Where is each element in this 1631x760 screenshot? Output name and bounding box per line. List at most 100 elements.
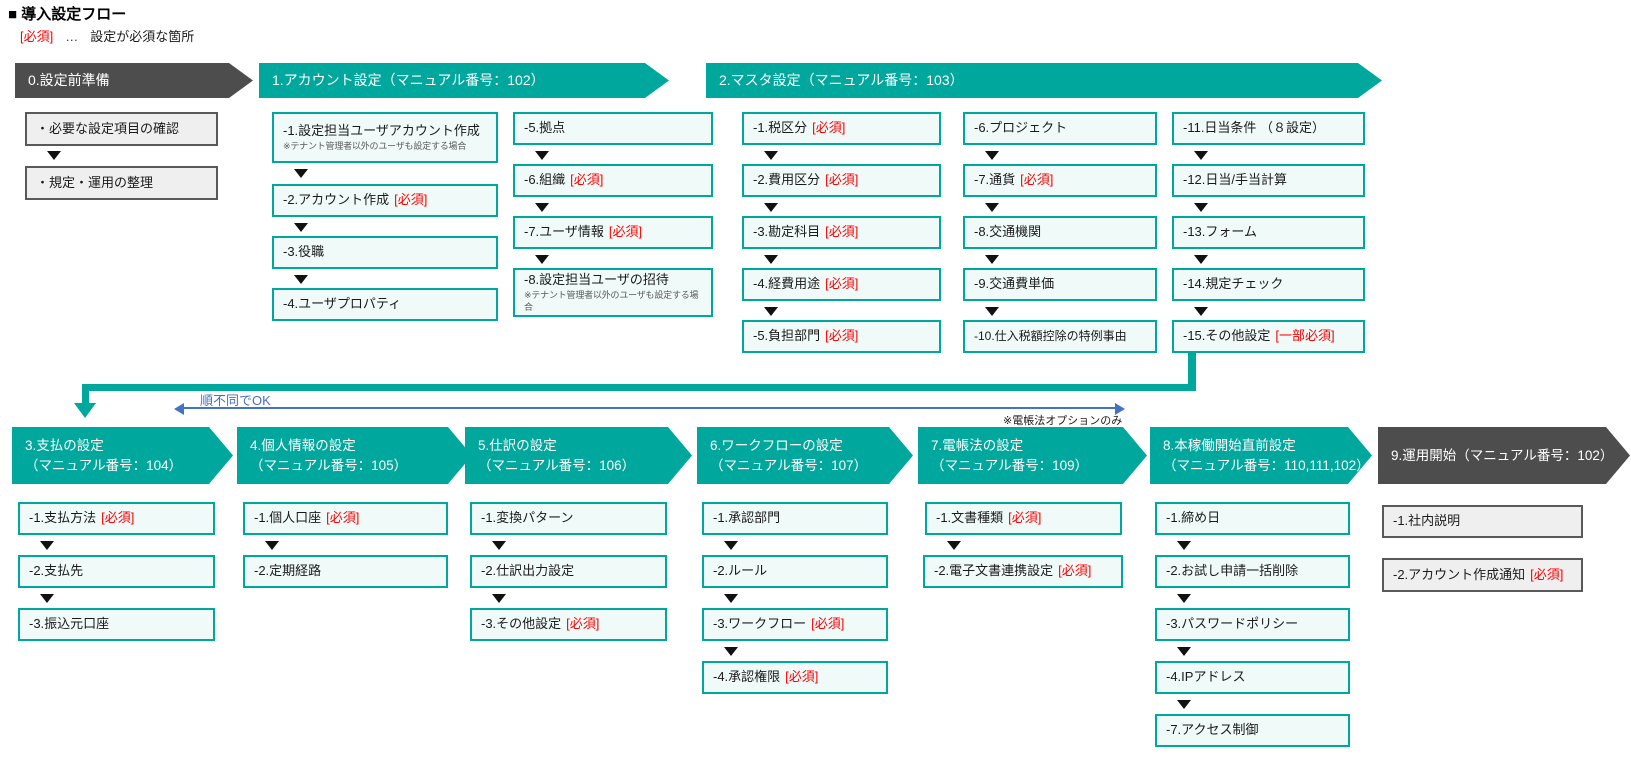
- down-triangle-icon: [947, 541, 961, 550]
- step-master-b-3: -9.交通費単価: [963, 268, 1157, 301]
- phase-manual: （マニュアル番号：109）: [931, 457, 1089, 473]
- down-triangle-icon: [985, 203, 999, 212]
- legend-required-tag: [必須]: [20, 29, 54, 44]
- step-master-a-0: -1.税区分[必須]: [742, 112, 941, 145]
- step-denchoho-0: -1.文書種類[必須]: [925, 502, 1122, 535]
- down-triangle-icon: [294, 275, 308, 284]
- step-master-a-1: -2.費用区分[必須]: [742, 164, 941, 197]
- phase-title: 1.アカウント設定（マニュアル番号：102）: [272, 72, 545, 89]
- phase-header-2: 2.マスタ設定（マニュアル番号：103）: [706, 63, 1382, 98]
- denchoho-option-note: ※電帳法オプションのみ: [1003, 415, 1123, 427]
- phase-manual: （マニュアル番号：104）: [25, 457, 183, 473]
- down-triangle-icon: [492, 541, 506, 550]
- step-master-b-4: -10.仕入税額控除の特例事由: [963, 320, 1157, 353]
- return-connector-arrowhead-icon: [74, 403, 96, 418]
- down-triangle-icon: [1194, 203, 1208, 212]
- down-triangle-icon: [535, 203, 549, 212]
- down-triangle-icon: [1177, 541, 1191, 550]
- step-master-c-2: -13.フォーム: [1172, 216, 1365, 249]
- step-payment-2: -3.振込元口座: [18, 608, 215, 641]
- phase-manual: （マニュアル番号：110,111,102）: [1163, 457, 1370, 473]
- return-connector-horizontal: [82, 384, 1196, 391]
- step-operation-0: -1.社内説明: [1382, 505, 1583, 538]
- step-golive-3: -4.IPアドレス: [1155, 661, 1350, 694]
- down-triangle-icon: [724, 541, 738, 550]
- step-account-b-3: -8.設定担当ユーザの招待※テナント管理者以外のユーザも設定する場合: [513, 268, 713, 317]
- phase-header-8: 8.本稼働開始直前設定（マニュアル番号：110,111,102）: [1150, 427, 1372, 484]
- any-order-line: [183, 407, 1115, 409]
- phase-title: 6.ワークフローの設定: [710, 437, 843, 453]
- down-triangle-icon: [764, 203, 778, 212]
- step-master-c-0: -11.日当条件 （８設定）: [1172, 112, 1365, 145]
- step-master-b-2: -8.交通機関: [963, 216, 1157, 249]
- down-triangle-icon: [492, 594, 506, 603]
- down-triangle-icon: [535, 151, 549, 160]
- step-payment-1: -2.支払先: [18, 555, 215, 588]
- down-triangle-icon: [265, 541, 279, 550]
- down-triangle-icon: [764, 255, 778, 264]
- phase-header-9: 9.運用開始（マニュアル番号：102）: [1378, 427, 1630, 484]
- down-triangle-icon: [47, 151, 61, 160]
- down-triangle-icon: [1194, 307, 1208, 316]
- step-operation-1: -2.アカウント作成通知[必須]: [1382, 558, 1583, 592]
- step-account-b-2: -7.ユーザ情報[必須]: [513, 216, 713, 249]
- phase-title: 2.マスタ設定（マニュアル番号：103）: [719, 72, 964, 89]
- return-connector-vertical-left: [82, 384, 89, 404]
- step-personal-0: -1.個人口座[必須]: [243, 502, 448, 535]
- step-journal-1: -2.仕訳出力設定: [470, 555, 667, 588]
- step-account-a-0: -1.設定担当ユーザアカウント作成※テナント管理者以外のユーザも設定する場合: [272, 112, 498, 163]
- legend-dots: …: [65, 29, 79, 44]
- phase-title: 0.設定前準備: [28, 72, 110, 89]
- down-triangle-icon: [764, 151, 778, 160]
- down-triangle-icon: [985, 307, 999, 316]
- down-triangle-icon: [985, 151, 999, 160]
- down-triangle-icon: [1177, 594, 1191, 603]
- phase-header-6: 6.ワークフローの設定 （マニュアル番号：107）: [697, 427, 913, 484]
- step-workflow-2: -3.ワークフロー[必須]: [702, 608, 888, 641]
- step-workflow-1: -2.ルール: [702, 555, 888, 588]
- phase-header-3: 3.支払の設定 （マニュアル番号：104）: [12, 427, 233, 484]
- return-connector-vertical-right: [1188, 352, 1196, 391]
- phase-manual: （マニュアル番号：106）: [478, 457, 636, 473]
- down-triangle-icon: [40, 594, 54, 603]
- phase-title: 7.電帳法の設定: [931, 437, 1024, 453]
- down-triangle-icon: [1177, 700, 1191, 709]
- phase-title: 3.支払の設定: [25, 437, 104, 453]
- any-order-label: 順不同でOK: [200, 393, 271, 408]
- phase-title: 5.仕訳の設定: [478, 437, 557, 453]
- phase-header-7: 7.電帳法の設定 （マニュアル番号：109）: [918, 427, 1147, 484]
- step-workflow-0: -1.承認部門: [702, 502, 888, 535]
- phase-manual: （マニュアル番号：107）: [710, 457, 868, 473]
- phase-manual: （マニュアル番号：105）: [250, 457, 408, 473]
- step-account-a-3: -4.ユーザプロパティ: [272, 288, 498, 321]
- step-golive-1: -2.お試し申請一括削除: [1155, 555, 1350, 588]
- down-triangle-icon: [764, 307, 778, 316]
- down-triangle-icon: [1194, 255, 1208, 264]
- down-triangle-icon: [724, 647, 738, 656]
- step-personal-1: -2.定期経路: [243, 555, 448, 588]
- step-master-c-1: -12.日当/手当計算: [1172, 164, 1365, 197]
- step-master-b-0: -6.プロジェクト: [963, 112, 1157, 145]
- step-denchoho-1: -2.電子文書連携設定[必須]: [923, 555, 1123, 588]
- phase-header-5: 5.仕訳の設定 （マニュアル番号：106）: [465, 427, 692, 484]
- phase-title: 9.運用開始（マニュアル番号：102）: [1391, 447, 1614, 463]
- step-prep-1: ・規定・運用の整理: [25, 166, 218, 200]
- step-master-c-4: -15.その他設定[一部必須]: [1172, 320, 1365, 353]
- phase-header-1: 1.アカウント設定（マニュアル番号：102）: [259, 63, 669, 98]
- any-order-arrowhead-right-icon: [1115, 403, 1125, 415]
- any-order-arrowhead-left-icon: [174, 403, 184, 415]
- legend-text: 設定が必須な箇所: [90, 29, 195, 44]
- step-golive-0: -1.締め日: [1155, 502, 1350, 535]
- step-golive-2: -3.パスワードポリシー: [1155, 608, 1350, 641]
- step-prep-0: ・必要な設定項目の確認: [25, 112, 218, 146]
- phase-header-0: 0.設定前準備: [15, 63, 253, 98]
- step-account-a-1: -2.アカウント作成[必須]: [272, 184, 498, 217]
- phase-header-4: 4.個人情報の設定 （マニュアル番号：105）: [237, 427, 472, 484]
- down-triangle-icon: [1177, 647, 1191, 656]
- step-master-a-4: -5.負担部門[必須]: [742, 320, 941, 353]
- step-journal-2: -3.その他設定[必須]: [470, 608, 667, 641]
- phase-title: 4.個人情報の設定: [250, 437, 356, 453]
- step-master-b-1: -7.通貨[必須]: [963, 164, 1157, 197]
- step-journal-0: -1.変換パターン: [470, 502, 667, 535]
- page-title: ■ 導入設定フロー: [8, 6, 127, 23]
